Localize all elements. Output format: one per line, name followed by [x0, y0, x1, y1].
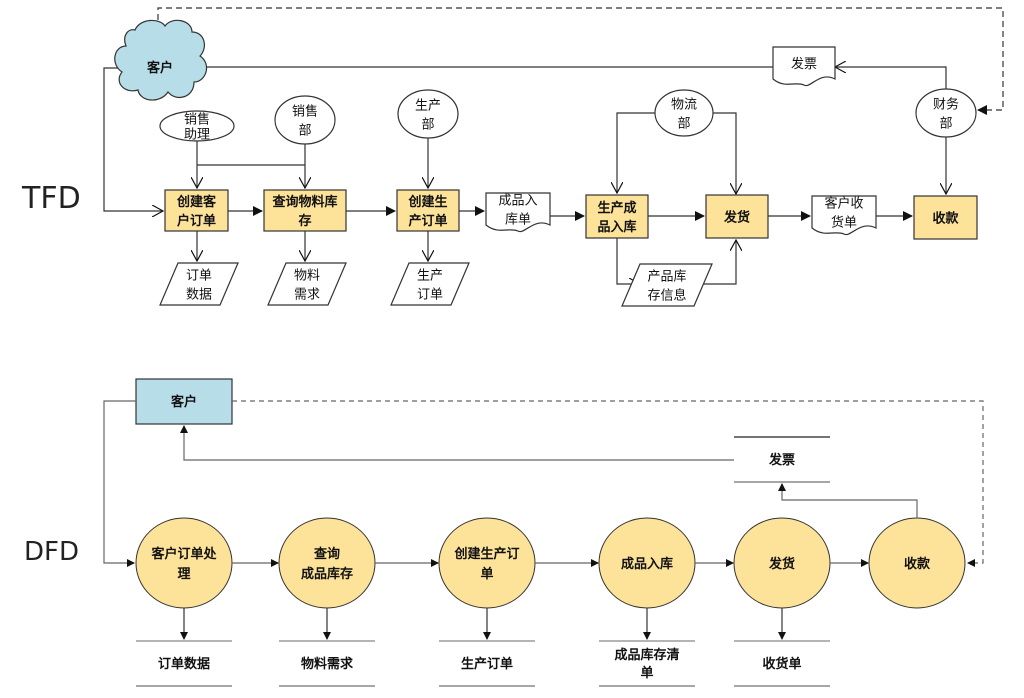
tfd-data-label: 产品库 — [647, 269, 686, 285]
dfd-process-payment: 收款 — [868, 517, 966, 609]
dfd-process-label: 客户订单处 — [151, 546, 217, 562]
tfd-process-payment: 收款 — [913, 195, 978, 240]
dfd-store-label: 成品库存清 — [614, 647, 679, 663]
dfd-process-label: 收款 — [904, 556, 931, 572]
dfd-process-shipping: 发货 — [733, 517, 831, 609]
dfd-customer-label: 客户 — [171, 394, 197, 410]
tfd-data-production-order: 生产订单 — [390, 262, 470, 306]
flow-finance-to-invoice — [835, 67, 947, 89]
tfd-dept-label: 物流 — [671, 98, 697, 113]
dfd-label: DFD — [24, 537, 79, 567]
tfd-dept-label: 部 — [421, 118, 434, 133]
dfd-customer-entity: 客户 — [135, 378, 233, 425]
dfd-process-finished-goods-storage: 成品入库 — [598, 517, 696, 609]
tfd-document-invoice: 发票 — [772, 46, 836, 87]
dfd-flow-customer-to-order — [103, 400, 136, 567]
dfd-store-label: 单 — [640, 665, 653, 681]
tfd-data-label: 订单 — [417, 288, 443, 303]
tfd-customer-label: 客户 — [147, 60, 173, 76]
tfd-document-label: 客户收 — [824, 196, 863, 212]
tfd-dept-finance-dept: 财务部 — [915, 88, 977, 138]
tfd-diagram — [103, 7, 1004, 285]
dfd-store-label: 订单数据 — [158, 656, 210, 672]
tfd-process-label: 品入库 — [597, 219, 636, 235]
dfd-store-label: 生产订单 — [461, 656, 513, 672]
flow-logistics-to-shipping — [713, 112, 736, 194]
dfd-flow-invoice-to-customer — [180, 425, 734, 461]
tfd-dept-label: 部 — [677, 117, 690, 132]
dfd-store-label: 物料需求 — [301, 656, 354, 672]
flow-stock-info-to-shipping — [704, 240, 736, 285]
tfd-data-label: 需求 — [294, 288, 320, 303]
tfd-label: TFD — [21, 181, 81, 216]
tfd-dept-label: 助理 — [184, 128, 210, 143]
dfd-flow-payment-to-invoice — [778, 483, 918, 518]
dfd-store-receipt: 收货单 — [734, 640, 830, 687]
dfd-dashed-flow — [232, 400, 984, 567]
dfd-store-material-demand: 物料需求 — [279, 640, 375, 687]
tfd-data-label: 生产 — [417, 269, 443, 284]
tfd-document-label: 成品入 — [498, 194, 537, 209]
tfd-document-label: 发票 — [791, 56, 817, 72]
tfd-customer-cloud: 客户 — [114, 19, 208, 101]
tfd-dept-label: 部 — [298, 124, 311, 139]
tfd-data-label: 订单 — [186, 269, 212, 284]
tfd-data-label: 数据 — [186, 288, 212, 303]
dfd-store-production-order: 生产订单 — [439, 640, 535, 687]
dfd-store-label: 发票 — [768, 452, 795, 468]
dfd-process-label: 查询 — [313, 546, 340, 562]
tfd-data-label: 存信息 — [647, 288, 686, 304]
tfd-data-material-demand: 物料需求 — [267, 262, 347, 306]
tfd-process-label: 查询物料库 — [271, 194, 337, 210]
tfd-dashed-flow — [157, 7, 1004, 115]
tfd-process-label: 创建客 — [176, 194, 217, 210]
tfd-process-label: 创建生 — [407, 194, 447, 210]
dfd-process-label: 理 — [177, 567, 190, 582]
tfd-process-label: 发货 — [723, 210, 750, 226]
dfd-process-label: 创建生产订 — [453, 546, 519, 562]
tfd-dept-sales-dept: 销售部 — [274, 95, 336, 145]
tfd-process-label: 产订单 — [408, 213, 447, 229]
tfd-document-label: 货单 — [831, 215, 857, 231]
tfd-process-label: 生产成 — [597, 200, 636, 216]
tfd-document-label: 库单 — [505, 212, 531, 228]
tfd-process-label: 收款 — [932, 211, 959, 227]
dfd-store-label: 收货单 — [762, 656, 801, 672]
dfd-store-order-data: 订单数据 — [136, 640, 232, 687]
tfd-dept-label: 销售 — [184, 112, 210, 128]
dfd-process-label: 成品库存 — [301, 566, 353, 582]
dfd-process-label: 单 — [480, 566, 493, 582]
flow-customer-to-order — [103, 67, 163, 211]
tfd-data-label: 物料 — [294, 269, 320, 284]
tfd-dept-production-dept: 生产部 — [397, 89, 459, 139]
tfd-process-label: 存 — [298, 213, 311, 229]
tfd-dept-label: 销售 — [292, 104, 318, 120]
dfd-process-label: 成品入库 — [621, 556, 673, 572]
dfd-process-label: 发货 — [768, 556, 795, 572]
tfd-data-order-data: 订单数据 — [159, 262, 239, 306]
dfd-diagram — [103, 400, 984, 567]
tfd-process-label: 户订单 — [177, 213, 216, 229]
tfd-dept-label: 生产 — [415, 99, 441, 114]
flow-logistics-to-storage — [617, 112, 655, 193]
tfd-dept-label: 财务 — [933, 97, 959, 113]
tfd-dept-logistics-dept: 物流部 — [654, 89, 714, 137]
tfd-process-shipping: 发货 — [705, 194, 769, 239]
tfd-dept-label: 部 — [939, 117, 952, 132]
dfd-store-invoice: 发票 — [734, 436, 830, 483]
